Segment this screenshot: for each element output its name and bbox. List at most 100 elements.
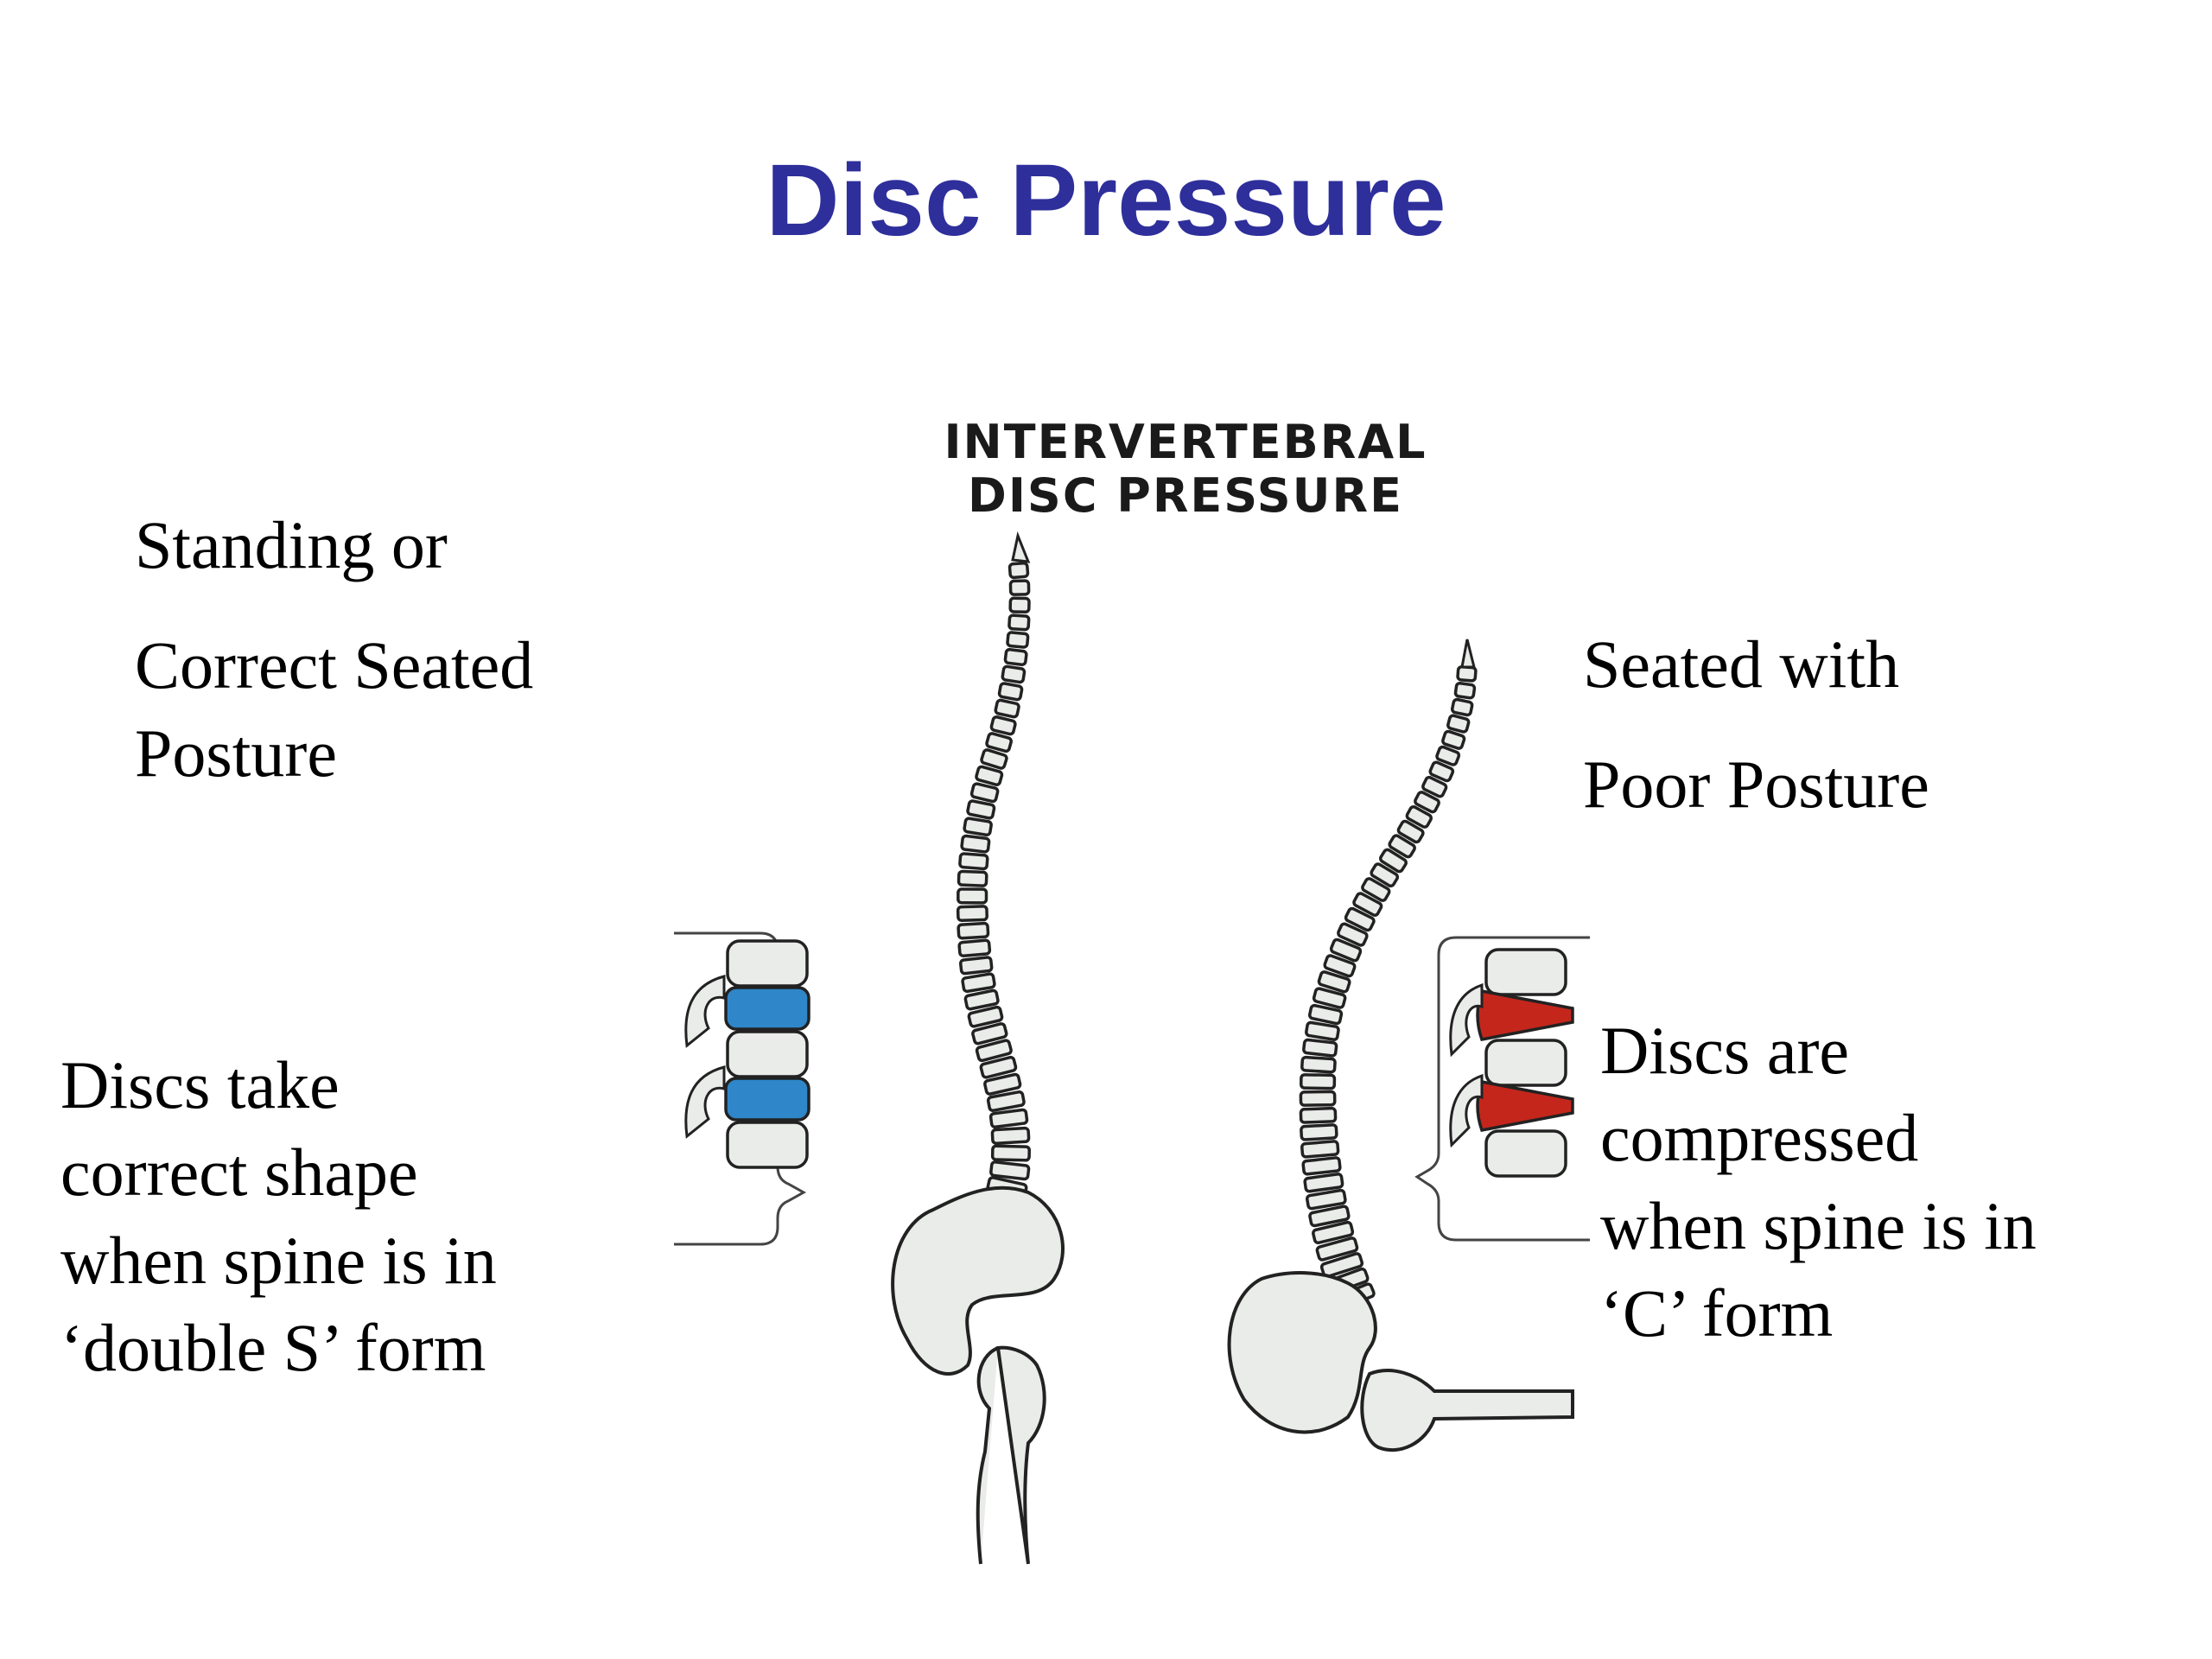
vertebra — [1421, 775, 1448, 798]
vertebral-process — [1449, 982, 1484, 1058]
caption-line: correct shape — [60, 1135, 418, 1211]
vertebra — [1312, 987, 1347, 1009]
vertebral-body — [726, 939, 809, 988]
vertebra — [1317, 970, 1351, 994]
caption-line: Discs are — [1600, 1013, 1850, 1088]
vertebra — [1446, 714, 1471, 734]
vertebra — [980, 748, 1008, 770]
vertebra — [1414, 791, 1440, 814]
vertebra — [1007, 561, 1030, 580]
vertebra — [967, 1005, 1004, 1028]
vertebra — [979, 1055, 1018, 1079]
vertebra — [1300, 1140, 1340, 1159]
skull-base-tip — [1011, 531, 1031, 563]
vertebra — [1008, 579, 1031, 596]
vertebral-body — [1484, 1039, 1567, 1087]
caption-line: ‘double S’ form — [60, 1310, 486, 1386]
compressed-disc — [1476, 1080, 1574, 1132]
caption-line: Posture — [135, 715, 337, 791]
vertebra — [1001, 664, 1027, 684]
vertebra — [1006, 631, 1030, 649]
vertebra — [969, 782, 1000, 804]
vertebra — [986, 1090, 1026, 1113]
vertebra — [997, 682, 1024, 702]
left-caption-discs: Discs take correct shape when spine is i… — [60, 1041, 497, 1392]
vertebra — [957, 921, 990, 940]
vertebra — [971, 1022, 1008, 1046]
vertebra — [1329, 938, 1363, 963]
vertebra — [957, 938, 992, 958]
caption-line: Discs take — [60, 1047, 340, 1122]
vertebra — [958, 852, 989, 871]
double-s-spine — [956, 531, 1032, 1252]
vertebra — [960, 834, 991, 854]
figure-heading-line-2: DISC PRESSURE — [968, 468, 1403, 523]
vertebra — [989, 1160, 1031, 1181]
right-caption-discs: Discs are compressed when spine is in ‘C… — [1600, 1007, 2037, 1357]
vertebra — [994, 698, 1020, 719]
vertebra — [1388, 834, 1416, 859]
vertebra — [1323, 954, 1357, 978]
left-caption-posture: Standing or Correct Seated Posture — [135, 501, 533, 797]
vertebra — [1396, 819, 1425, 844]
caption-line: Standing or — [135, 507, 448, 582]
vertebra — [957, 869, 988, 887]
c-form-spine — [1299, 639, 1478, 1312]
vertebral-body — [726, 1121, 809, 1169]
vertebra — [1299, 1106, 1338, 1124]
vertebra — [956, 905, 988, 923]
vertebra — [1370, 862, 1400, 888]
caption-line: Seated with — [1583, 626, 1900, 702]
vertebra — [985, 732, 1013, 753]
caption-line: Correct Seated — [135, 627, 534, 703]
skull-base-tip — [1460, 639, 1476, 669]
vertebra — [1441, 729, 1466, 750]
vertebra — [1300, 1055, 1337, 1074]
vertebra — [1361, 877, 1391, 902]
vertebra — [963, 988, 1000, 1011]
vertebra — [1299, 1073, 1337, 1090]
vertebral-body — [1484, 948, 1567, 996]
vertebra — [1315, 1236, 1359, 1262]
right-caption-posture: Seated with Poor Posture — [1583, 620, 1929, 829]
vertebra — [957, 887, 988, 905]
compressed-disc-inset — [1414, 936, 1590, 1242]
vertebral-process — [684, 1065, 726, 1139]
vertebra — [1008, 596, 1031, 614]
vertebra — [1405, 805, 1433, 829]
vertebral-process — [1449, 1073, 1484, 1148]
vertebral-body — [1484, 1129, 1567, 1178]
caption-line: when spine is in — [1600, 1187, 2037, 1263]
healthy-disc-inset — [674, 931, 810, 1246]
vertebra — [963, 817, 993, 837]
vertebra — [983, 1072, 1022, 1096]
vertebral-body — [726, 1030, 809, 1078]
vertebra — [1308, 1205, 1351, 1228]
vertebra — [990, 1144, 1032, 1162]
vertebra — [1379, 848, 1408, 874]
vertebra — [1344, 906, 1376, 932]
vertebra — [1450, 697, 1474, 717]
vertebra — [989, 715, 1017, 736]
vertebra — [1303, 1173, 1344, 1193]
caption-line: Poor Posture — [1583, 747, 1929, 823]
healthy-disc — [724, 1077, 810, 1122]
vertebra — [1428, 760, 1455, 783]
vertebra — [1003, 647, 1028, 667]
vertebral-process — [684, 975, 726, 1048]
vertebra — [975, 765, 1004, 786]
vertebra — [1352, 892, 1383, 917]
vertebra — [1453, 681, 1477, 700]
vertebra — [966, 799, 996, 820]
vertebra — [1456, 664, 1478, 683]
vertebra — [1319, 1252, 1364, 1279]
vertebra — [1305, 1188, 1347, 1211]
healthy-disc — [724, 986, 810, 1031]
caption-line: ‘C’ form — [1600, 1275, 1834, 1351]
right-pelvis — [1227, 1271, 1574, 1452]
left-pelvis — [891, 1185, 1065, 1565]
vertebra — [1300, 1123, 1338, 1141]
vertebra — [1312, 1220, 1355, 1245]
vertebra — [1337, 922, 1369, 947]
